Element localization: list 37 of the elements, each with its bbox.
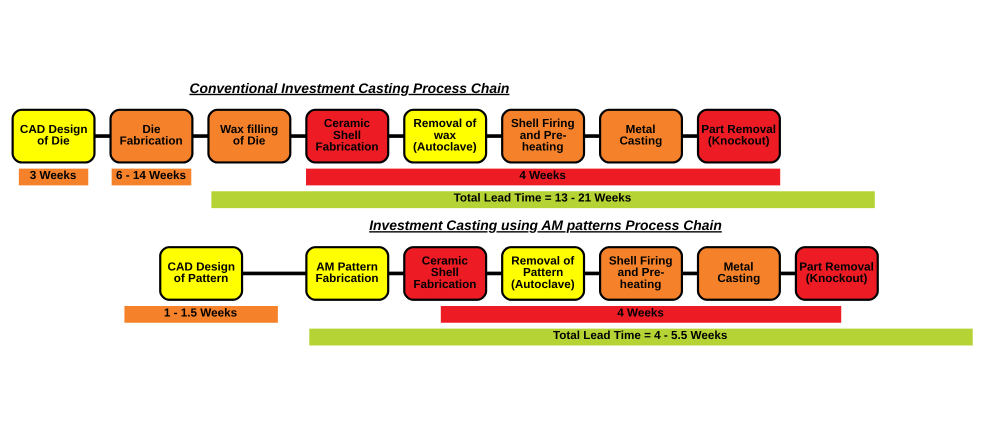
node-box: Ceramic Shell Fabrication <box>305 108 390 163</box>
node-box: Removal of Pattern (Autoclave) <box>501 246 586 300</box>
node-box: Wax filling of Die <box>207 108 292 163</box>
node-box: Removal of wax (Autoclave) <box>403 108 488 163</box>
connector <box>94 134 110 138</box>
connector <box>584 271 600 275</box>
node-box: 1 - 1.5 Weeks <box>124 305 278 322</box>
node-box: Part Removal (Knockout) <box>794 246 879 300</box>
connector <box>388 271 404 275</box>
label: Investment Casting using AM patterns Process Chain <box>369 216 722 233</box>
connector <box>290 134 306 138</box>
connector <box>486 271 502 275</box>
label: Conventional Investment Casting Process Chain <box>189 79 510 96</box>
connector <box>584 134 600 138</box>
connector <box>682 134 698 138</box>
node-box: CAD Design of Die <box>12 108 96 163</box>
node-box: Total Lead Time = 13 - 21 Weeks <box>211 190 875 208</box>
node-box: 4 Weeks <box>440 305 842 322</box>
connector <box>192 134 208 138</box>
node-box: Metal Casting <box>599 108 684 163</box>
connector <box>682 271 698 275</box>
node-box: Die Fabrication <box>109 108 194 163</box>
node-box: Shell Firing and Pre-heating <box>501 108 586 163</box>
node-box: Ceramic Shell Fabrication <box>403 246 488 300</box>
node-box: CAD Design of Pattern <box>159 246 244 300</box>
node-box: AM Pattern Fabrication <box>305 246 390 300</box>
connector <box>242 271 306 275</box>
connector <box>388 134 404 138</box>
connector <box>780 271 796 275</box>
node-box: Metal Casting <box>696 246 781 300</box>
node-box: Part Removal (Knockout) <box>696 108 781 163</box>
node-box: Total Lead Time = 4 - 5.5 Weeks <box>309 328 973 345</box>
node-box: 6 - 14 Weeks <box>112 168 192 185</box>
node-box: Shell Firing and Pre-heating <box>599 246 684 300</box>
node-box: 3 Weeks <box>18 168 88 185</box>
connector <box>486 134 502 138</box>
node-box: 4 Weeks <box>306 168 780 185</box>
